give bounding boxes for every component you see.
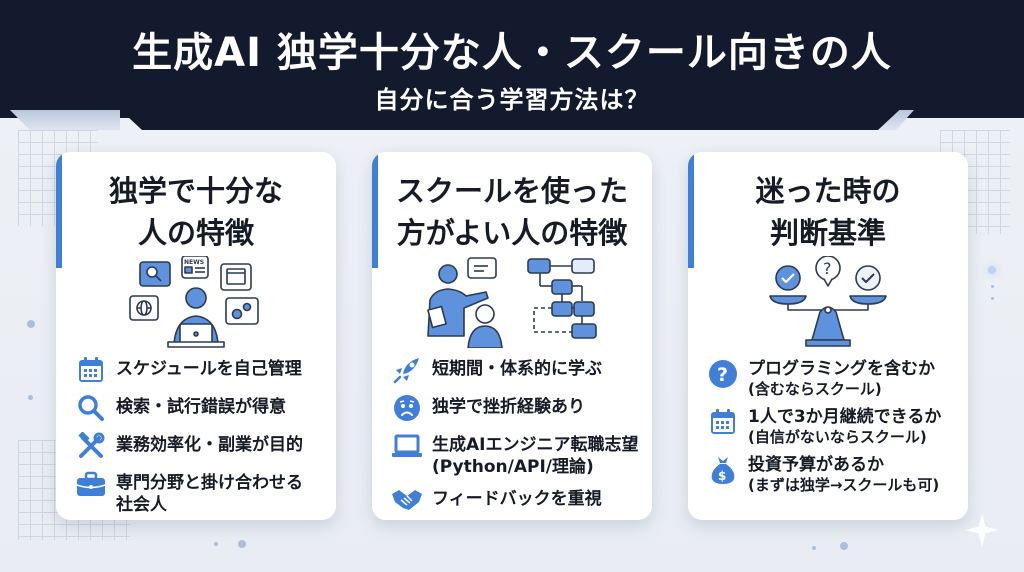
svg-text:NEWS: NEWS — [184, 259, 204, 266]
item-text: 専門分野と掛け合わせる 社会人 — [116, 473, 303, 515]
card-accent-bar — [56, 152, 62, 268]
page-subtitle: 自分に合う学習方法は？ — [374, 86, 650, 114]
item-text: 短期間・体系的に学ぶ — [432, 359, 602, 379]
list-item: 生成AIエンジニア転職志望 (Python/API/理論) — [390, 430, 644, 478]
sparkle-decor — [965, 513, 999, 547]
list-item: 独学で挫折経験あり — [390, 392, 644, 424]
svg-text:?: ? — [823, 259, 832, 278]
list-item: 業務効率化・副業が目的 — [74, 430, 328, 462]
self-study-illustration: NEWS — [56, 256, 336, 348]
item-text: フィードバックを重視 — [432, 489, 602, 509]
list-item: ? プログラミングを含むか (含むならスクール) — [706, 358, 960, 398]
search-icon — [74, 392, 108, 424]
dot-decor — [28, 395, 33, 400]
calendar-icon — [74, 354, 108, 386]
dot-decor — [238, 540, 246, 548]
header-notch — [110, 100, 910, 130]
dot-decor — [991, 297, 994, 300]
money-bag-icon: $ — [706, 454, 740, 486]
item-text: 独学で挫折経験あり — [432, 397, 585, 417]
item-text: 業務効率化・副業が目的 — [116, 435, 303, 455]
item-text: スケジュールを自己管理 — [116, 359, 302, 379]
list-item: フィードバックを重視 — [390, 484, 644, 516]
item-list: ? プログラミングを含むか (含むならスクール) 1人で3か月継続できるか (自… — [706, 358, 960, 500]
dot-decor — [214, 542, 218, 546]
item-list: スケジュールを自己管理 検索・試行錯誤が得意 業務効率化・副業が目的 専門分野と… — [74, 354, 328, 520]
handshake-icon — [390, 484, 424, 516]
card-title: 迷った時の 判断基準 — [755, 174, 901, 250]
dot-decor — [27, 320, 35, 328]
list-item: 短期間・体系的に学ぶ — [390, 354, 644, 386]
item-text: 生成AIエンジニア転職志望 (Python/API/理論) — [432, 435, 639, 477]
worried-face-icon — [390, 392, 424, 424]
dot-decor — [840, 542, 848, 550]
card-decision-criteria: 迷った時の 判断基準 ? ? — [688, 152, 968, 520]
card-accent-bar — [688, 152, 694, 268]
list-item: 1人で3か月継続できるか (自信がないならスクール) — [706, 406, 960, 446]
person-laptop-illustration: NEWS — [129, 256, 259, 348]
school-illustration — [372, 256, 652, 348]
header-decor-left — [10, 110, 120, 130]
calendar-icon — [706, 406, 740, 438]
list-item: スケジュールを自己管理 — [74, 354, 328, 386]
rocket-icon — [390, 354, 424, 386]
list-item: $ 投資予算があるか (まずは独学→スクールも可) — [706, 454, 960, 494]
list-item: 専門分野と掛け合わせる 社会人 — [74, 468, 328, 516]
svg-text:?: ? — [717, 364, 728, 386]
card-self-study: 独学で十分な 人の特徴 NEWS — [56, 152, 336, 520]
mentor-student-flowchart-illustration — [427, 257, 597, 348]
item-text: 1人で3か月継続できるか (自信がないならスクール) — [748, 407, 942, 446]
briefcase-icon — [74, 468, 108, 500]
dot-decor — [991, 285, 994, 288]
list-item: 検索・試行錯誤が得意 — [74, 392, 328, 424]
dot-decor — [988, 266, 996, 274]
card-title: スクールを使った 方がよい人の特徴 — [395, 174, 628, 250]
item-list: 短期間・体系的に学ぶ 独学で挫折経験あり 生成AIエンジニア転職志望 (Pyth… — [390, 354, 644, 520]
decision-illustration: ? — [688, 256, 968, 348]
tools-icon — [74, 430, 108, 462]
item-text: プログラミングを含むか (含むならスクール) — [748, 359, 935, 398]
card-school: スクールを使った 方がよい人の特徴 — [372, 152, 652, 520]
card-title: 独学で十分な 人の特徴 — [108, 174, 283, 250]
question-icon: ? — [706, 358, 740, 390]
page-title: 生成AI 独学十分な人・スクール向きの人 — [132, 30, 892, 76]
item-text: 検索・試行錯誤が得意 — [116, 397, 286, 417]
card-accent-bar — [372, 152, 378, 268]
balance-scale-illustration: ? — [769, 256, 887, 347]
laptop-icon — [390, 430, 424, 462]
header-banner — [0, 0, 1024, 118]
dot-decor — [812, 546, 816, 550]
svg-text:$: $ — [718, 469, 726, 483]
item-text: 投資予算があるか (まずは独学→スクールも可) — [748, 455, 940, 494]
